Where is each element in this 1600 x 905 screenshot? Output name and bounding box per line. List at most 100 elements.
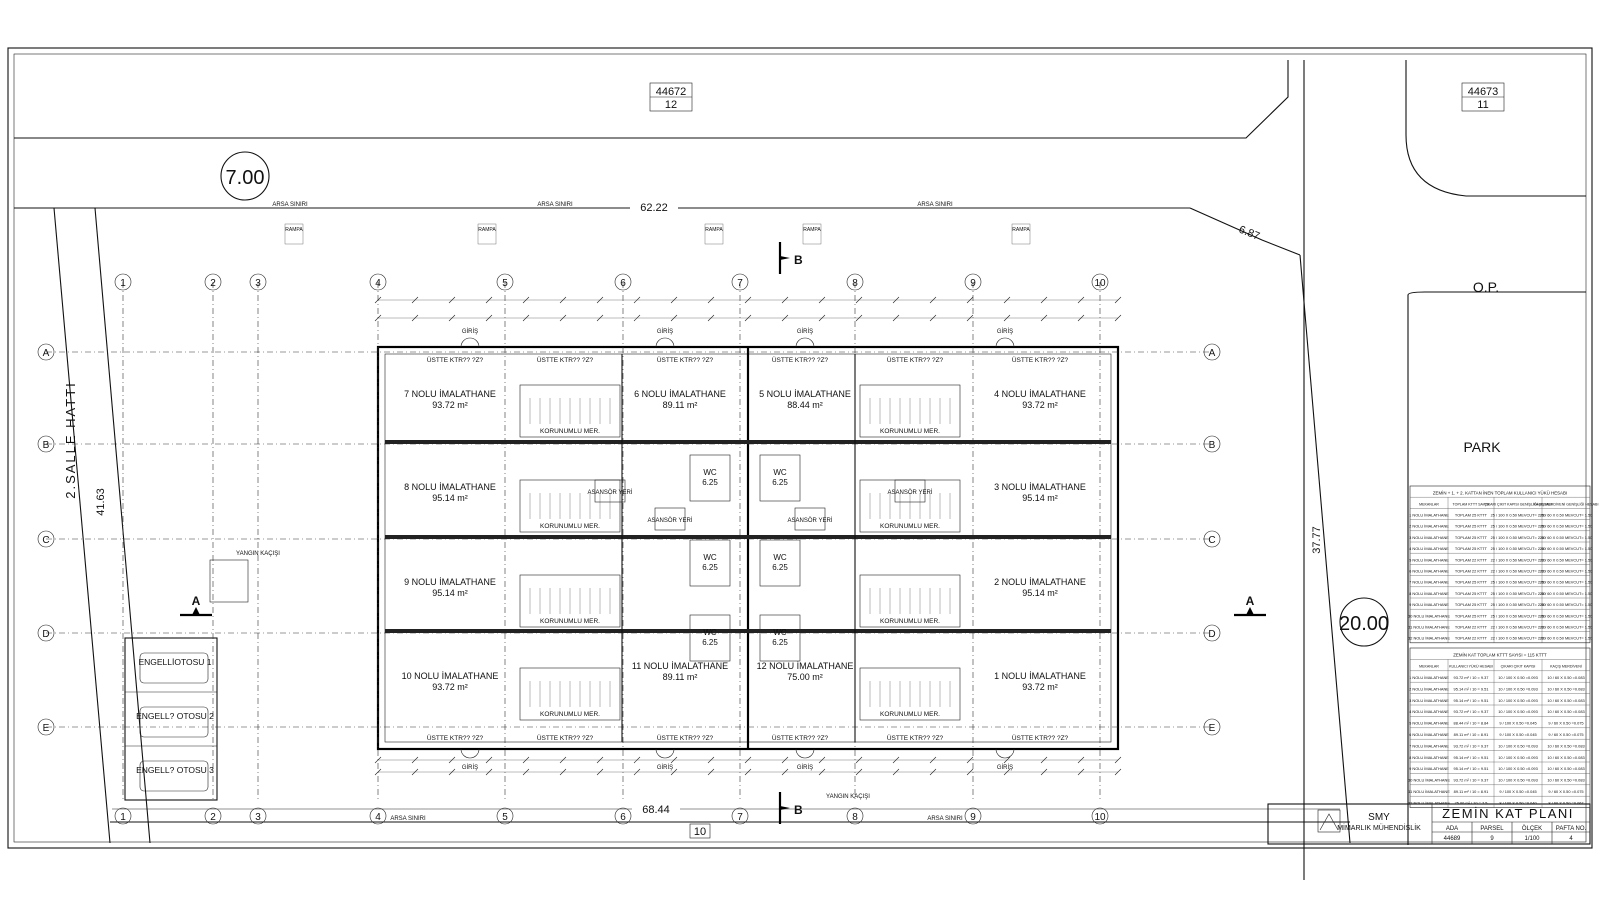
parking-bay <box>139 760 209 792</box>
wc-label: WC <box>703 553 717 562</box>
grid-label-row-D: D <box>42 629 49 640</box>
grid-label-row-A: A <box>1209 348 1216 359</box>
dim-tick <box>707 314 715 322</box>
grid-label-col-7: 7 <box>737 812 743 823</box>
shop-area-4: 93.72 m² <box>1022 400 1058 410</box>
dim-tick <box>1003 756 1011 764</box>
road-width-top: 7.00 <box>220 151 270 201</box>
table-cell: 25 / 60 X 0.50 MEVCUT= 1.50 <box>1540 602 1593 607</box>
dim-tick <box>670 314 678 322</box>
company-name: SMY <box>1368 812 1390 823</box>
dim-tick <box>522 296 530 304</box>
ramp-label: RAMPA <box>803 227 821 233</box>
table-cell: 25 / 60 X 0.50 MEVCUT= 1.50 <box>1540 591 1593 596</box>
grid-label-col-2: 2 <box>210 278 216 289</box>
grid-label-row-E: E <box>43 723 50 734</box>
table-cell: 25 / 60 X 0.50 MEVCUT= 1.50 <box>1540 580 1593 585</box>
wc-block <box>759 539 801 587</box>
grid-label-col-7: 7 <box>737 278 743 289</box>
table-cell: 10 / 100 X 0.50 =0.093 <box>1498 755 1537 760</box>
elevator-shaft <box>794 507 826 531</box>
entrance-door <box>655 337 675 348</box>
dim-tick <box>744 756 752 764</box>
table-cell: TOPLAM 25 KTTT <box>1455 580 1488 585</box>
grid-bubble-row-D <box>1203 624 1221 642</box>
title-block-header: ADA <box>1446 826 1458 832</box>
section-label: A <box>192 594 201 608</box>
table-cell: 10 NOLU İMALATHANE <box>1408 778 1450 783</box>
table-cell: 25 / 100 X 0.50 MEVCUT= 2.00 <box>1491 602 1547 607</box>
table-cell: 95.14 m² / 10 = 9.51 <box>1454 766 1489 771</box>
dim-tick <box>670 296 678 304</box>
title-block-header: PARSEL <box>1480 826 1504 832</box>
table-cell: TOPLAM 25 KTTT <box>1455 512 1488 517</box>
shop-area-10: 93.72 m² <box>432 682 468 692</box>
parking-space-label: ENGELL? OTOSU 3 <box>136 765 214 775</box>
elevator-label: ASANSÖR YERİ <box>648 517 693 524</box>
title-block-value: 44689 <box>1444 836 1461 842</box>
grid-bubble-row-E <box>1203 718 1221 736</box>
dim-tick <box>744 296 752 304</box>
entrance-door <box>460 748 480 759</box>
shop-area-9: 95.14 m² <box>432 588 468 598</box>
dim-tick <box>374 756 382 764</box>
svg-text:10: 10 <box>694 826 706 838</box>
grid-label-col-1: 1 <box>120 812 126 823</box>
entrance-door <box>995 337 1015 348</box>
shop-area-1: 93.72 m² <box>1022 682 1058 692</box>
stair-core <box>519 479 621 533</box>
table-cell: 12 NOLU İMALATHANE <box>1408 800 1450 805</box>
grid-label-row-C: C <box>1208 535 1215 546</box>
parking-space-label: ENGELLİOTOSU 1 <box>138 657 211 667</box>
dim-tick <box>485 314 493 322</box>
table-cell: 4 NOLU İMALATHANE <box>1409 546 1449 551</box>
dim-tick <box>522 768 530 776</box>
table-header: MEKANLAR <box>1419 665 1439 669</box>
entrance-door <box>655 748 675 759</box>
svg-text:44673: 44673 <box>1468 86 1499 98</box>
table-cell: 8 / 60 X 0.50 =0.067 <box>1548 800 1583 805</box>
grid-bubble-row-C <box>37 530 55 548</box>
grid-bubble-col-8 <box>846 807 864 825</box>
table-title: ZEMİN KAT TOPLAM KTTT SAYISI = 115 KTTT <box>1453 653 1547 658</box>
dim-tick <box>966 768 974 776</box>
parcel-44673-curb <box>1405 60 1586 197</box>
table-cell: 10 / 60 X 0.50 =0.083 <box>1547 709 1584 714</box>
shop-area-12: 75.00 m² <box>787 672 823 682</box>
dim-tick <box>485 296 493 304</box>
table-cell: 8 / 100 X 0.50 =0.040 <box>1499 800 1537 805</box>
wc-label: WC <box>703 628 717 637</box>
table-cell: 9 / 60 X 0.50 =0.075 <box>1548 732 1583 737</box>
entrance-label: GİRİŞ <box>997 764 1013 771</box>
table-cell: 10 NOLU İMALATHANE <box>1408 613 1450 618</box>
protected-stair-label: KORUNUMLU MER. <box>540 711 600 718</box>
dim-tick <box>855 296 863 304</box>
partition-wall <box>385 629 1111 633</box>
table-cell: 12 NOLU İMALATHANE <box>1408 636 1450 641</box>
table-cell: 25 / 60 X 0.50 MEVCUT= 1.50 <box>1540 524 1593 529</box>
table-cell: 9 / 100 X 0.50 =0.045 <box>1499 721 1536 726</box>
shop-label-4: 4 NOLU İMALATHANE <box>994 389 1086 399</box>
dim-tick <box>707 756 715 764</box>
dim-tick <box>596 756 604 764</box>
elevator-label: ASANSÖR YERİ <box>788 517 833 524</box>
dim-tick <box>892 314 900 322</box>
grid-bubble-col-5 <box>496 807 514 825</box>
fire-escape-label: YANGIN KAÇIŞI <box>236 551 280 557</box>
dim-left: 41.63 <box>95 488 107 516</box>
dim-tick <box>1077 768 1085 776</box>
upper-floor-label: ÜSTTE KTR?? ?Z? <box>1012 734 1069 742</box>
wc-label: WC <box>703 468 717 477</box>
table-cell: 25 / 60 X 0.50 MEVCUT= 1.50 <box>1540 535 1593 540</box>
dim-tick <box>448 756 456 764</box>
dim-tick <box>744 768 752 776</box>
table-cell: TOPLAM 25 KTTT <box>1455 535 1488 540</box>
dim-tick <box>596 296 604 304</box>
dim-tick <box>448 296 456 304</box>
dim-tick <box>411 314 419 322</box>
table-cell: 25 / 100 X 0.50 MEVCUT= 2.00 <box>1491 580 1547 585</box>
entrance-door <box>795 748 815 759</box>
table-cell: 93.72 m² / 10 = 9.37 <box>1454 675 1489 680</box>
